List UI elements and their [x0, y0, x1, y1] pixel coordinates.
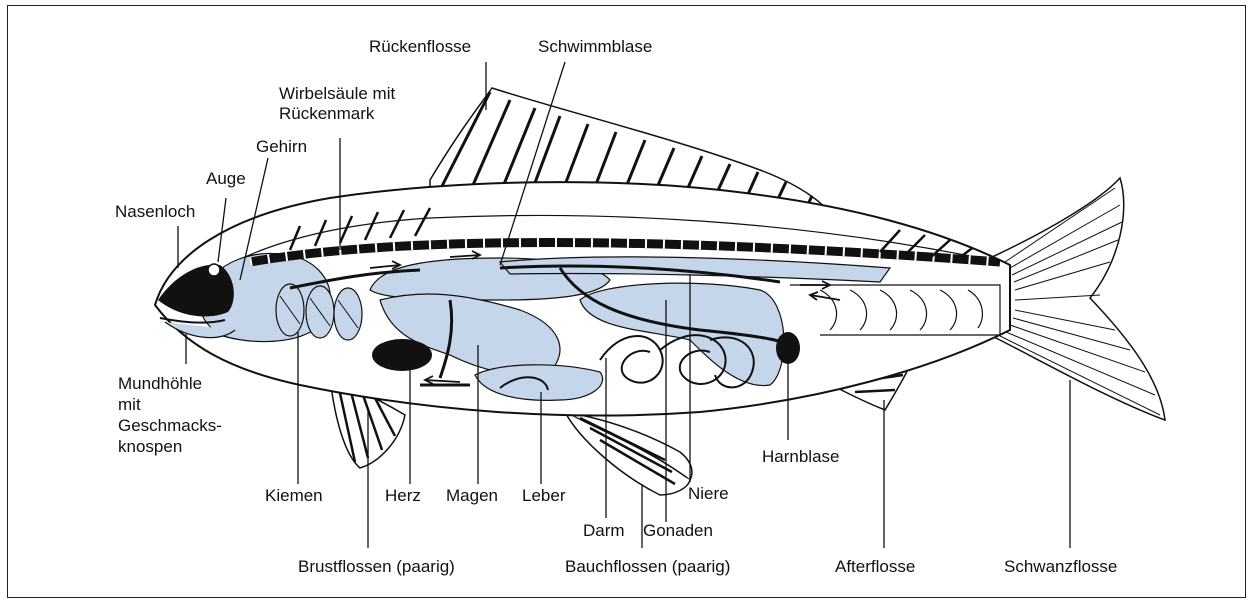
- label-mundhoehle-line1: Mundhöhle: [118, 374, 202, 394]
- label-magen: Magen: [446, 486, 498, 506]
- label-gonaden: Gonaden: [643, 521, 713, 541]
- label-rueckenflosse: Rückenflosse: [369, 37, 471, 57]
- label-schwimmblase: Schwimmblase: [538, 37, 652, 57]
- label-nasenloch: Nasenloch: [115, 202, 195, 222]
- tail-fin: [990, 178, 1165, 420]
- label-leber: Leber: [522, 486, 565, 506]
- eye-icon: [208, 264, 220, 276]
- label-mundhoehle-line2: mit: [118, 395, 141, 415]
- gills: [276, 284, 362, 340]
- label-mundhoehle-line4: knospen: [118, 437, 182, 457]
- label-harnblase: Harnblase: [762, 447, 840, 467]
- label-herz: Herz: [385, 486, 421, 506]
- pelvic-fin: [565, 412, 692, 495]
- label-auge: Auge: [206, 169, 246, 189]
- label-wirbelsaeule-line1: Wirbelsäule mit: [279, 84, 395, 104]
- label-mundhoehle-line3: Geschmacks-: [118, 416, 222, 436]
- label-gehirn: Gehirn: [256, 137, 307, 157]
- label-darm: Darm: [583, 521, 625, 541]
- label-brustflossen: Brustflossen (paarig): [298, 557, 455, 577]
- label-afterflosse: Afterflosse: [835, 557, 915, 577]
- urinary-bladder: [776, 332, 800, 364]
- label-schwanzflosse: Schwanzflosse: [1004, 557, 1117, 577]
- label-kiemen: Kiemen: [265, 486, 323, 506]
- heart: [372, 339, 432, 371]
- label-niere: Niere: [688, 484, 729, 504]
- label-bauchflossen: Bauchflossen (paarig): [565, 557, 730, 577]
- label-wirbelsaeule-line2: Rückenmark: [279, 104, 374, 124]
